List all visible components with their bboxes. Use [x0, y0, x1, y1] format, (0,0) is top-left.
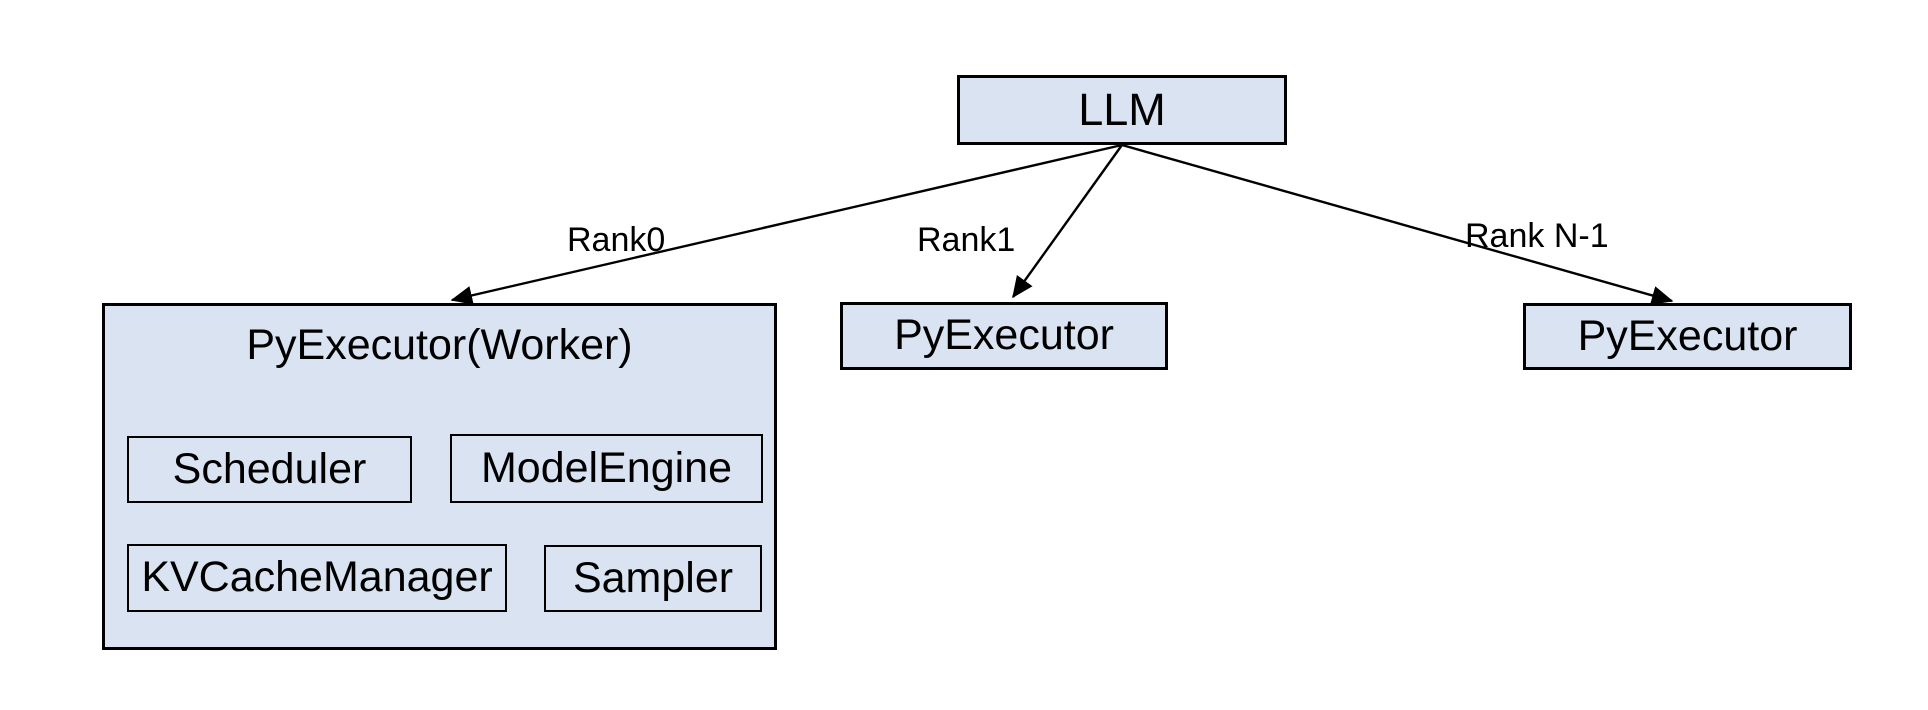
scheduler-label: Scheduler: [172, 444, 367, 493]
llm-label: LLM: [1078, 84, 1166, 136]
kvcachemanager-label: KVCacheManager: [141, 553, 493, 602]
sampler-box: Sampler: [544, 545, 762, 612]
edge-label-rank0: Rank0: [567, 221, 666, 259]
kvcachemanager-box: KVCacheManager: [127, 544, 507, 612]
pyexecutor-rank1-box: PyExecutor: [840, 302, 1168, 370]
llm-box: LLM: [957, 75, 1287, 145]
modelengine-label: ModelEngine: [480, 443, 732, 492]
pyexecutor-worker-title: PyExecutor(Worker): [246, 321, 633, 369]
pyexecutor-rank-n-1-box: PyExecutor: [1523, 303, 1852, 370]
sampler-label: Sampler: [572, 553, 734, 602]
pyexecutor-rank1-label: PyExecutor: [894, 311, 1114, 360]
pyexecutor-rank-n-1-label: PyExecutor: [1577, 311, 1798, 360]
edge-label-rank-n-1: Rank N-1: [1465, 217, 1609, 255]
arrow-rank1: [1012, 144, 1123, 299]
arrow-rank0: [450, 143, 1123, 305]
scheduler-box: Scheduler: [127, 436, 412, 503]
edge-label-rank1: Rank1: [917, 221, 1016, 259]
modelengine-box: ModelEngine: [450, 434, 763, 503]
